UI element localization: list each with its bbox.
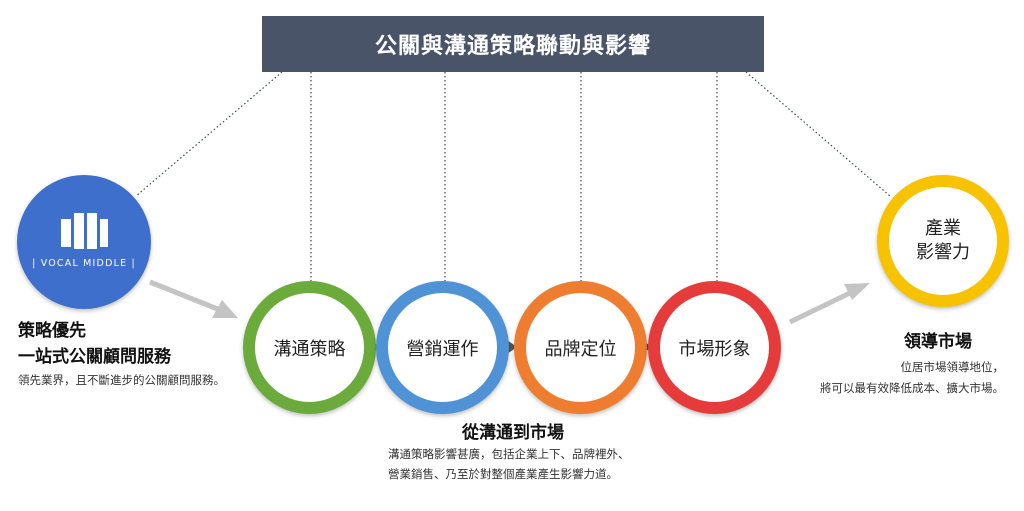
right-title: 領導市場: [904, 332, 972, 352]
vocal-middle-logo: | VOCAL MIDDLE |: [17, 175, 151, 309]
step-label: 品牌定位: [544, 338, 617, 360]
industry-line1: 產業: [925, 218, 961, 239]
left-title: 策略優先 一站式公關顧問服務: [18, 318, 171, 370]
left-title-line1: 策略優先: [18, 321, 86, 341]
step-label: 溝通策略: [273, 338, 346, 360]
right-description: 位居市場領導地位， 將可以最有效降低成本、擴大市場。: [760, 357, 1004, 399]
step-label: 市場形象: [678, 338, 751, 360]
logo-text: | VOCAL MIDDLE |: [32, 258, 136, 269]
dotted-line-logo: [135, 71, 283, 197]
middle-desc-line2: 營業銷售、乃至於對整個產業產生影響力道。: [388, 467, 618, 481]
industry-line2: 影響力: [916, 242, 970, 263]
logo-bars-icon: [61, 213, 108, 249]
dotted-line-industry: [745, 71, 891, 197]
left-description: 領先業界，且不斷進步的公關顧問服務。: [18, 373, 225, 387]
header-title: 公關與溝通策略聯動與影響: [374, 34, 651, 59]
gray-arrow-left: [149, 279, 238, 318]
middle-title: 從溝通到市場: [462, 423, 564, 443]
right-desc-line2: 將可以最有效降低成本、擴大市場。: [820, 381, 1004, 395]
middle-description: 溝通策略影響甚廣，包括企業上下、品牌裡外、 營業銷售、乃至於對整個產業產生影響力…: [388, 444, 688, 484]
step-ring-marketing: 營銷運作: [376, 281, 509, 414]
header-banner: 公關與溝通策略聯動與影響: [262, 16, 764, 72]
middle-desc-line1: 溝通策略影響甚廣，包括企業上下、品牌裡外、: [388, 447, 630, 461]
step-ring-communication: 溝通策略: [243, 281, 376, 414]
step-label: 營銷運作: [406, 338, 479, 360]
left-title-line2: 一站式公關顧問服務: [18, 347, 171, 367]
step-ring-brand: 品牌定位: [514, 281, 647, 414]
industry-influence-ring: 產業 影響力: [877, 175, 1009, 307]
right-desc-line1: 位居市場領導地位，: [900, 360, 1005, 374]
gray-arrow-right: [788, 283, 870, 325]
